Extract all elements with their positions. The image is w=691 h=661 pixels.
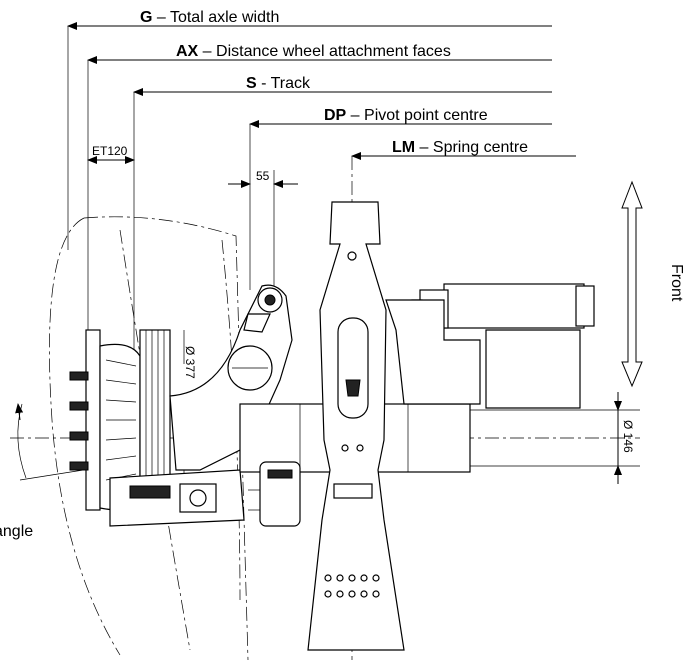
front-label: Front bbox=[668, 264, 685, 302]
axle-clamp bbox=[485, 329, 581, 409]
air-spring-unit bbox=[385, 283, 595, 405]
trailing-arm-holes bbox=[324, 574, 380, 598]
wheel-hub bbox=[69, 329, 141, 511]
angle-label: angle bbox=[0, 523, 33, 540]
brake-chamber bbox=[248, 461, 301, 527]
camber-angle: angle bbox=[0, 403, 97, 540]
dimension-labels: G – Total axle width AX – Distance wheel… bbox=[92, 9, 635, 453]
trailing-arm bbox=[307, 201, 405, 651]
steering-knuckle bbox=[169, 284, 293, 471]
dim-label-lm: LM – Spring centre bbox=[392, 139, 528, 156]
brake-caliper bbox=[109, 469, 245, 527]
et-label: ET120 bbox=[92, 144, 128, 158]
dim-label-ax: AX – Distance wheel attachment faces bbox=[176, 43, 451, 60]
dim-label-g: G – Total axle width bbox=[140, 9, 279, 26]
brake-diameter-label: Ø 377 bbox=[183, 346, 197, 379]
offset-label: 55 bbox=[256, 169, 270, 183]
front-direction-arrow: Front bbox=[621, 180, 685, 388]
axle-diameter-label: Ø 146 bbox=[621, 420, 635, 453]
dim-label-dp: DP – Pivot point centre bbox=[324, 107, 488, 124]
dim-label-s: S - Track bbox=[246, 75, 311, 92]
